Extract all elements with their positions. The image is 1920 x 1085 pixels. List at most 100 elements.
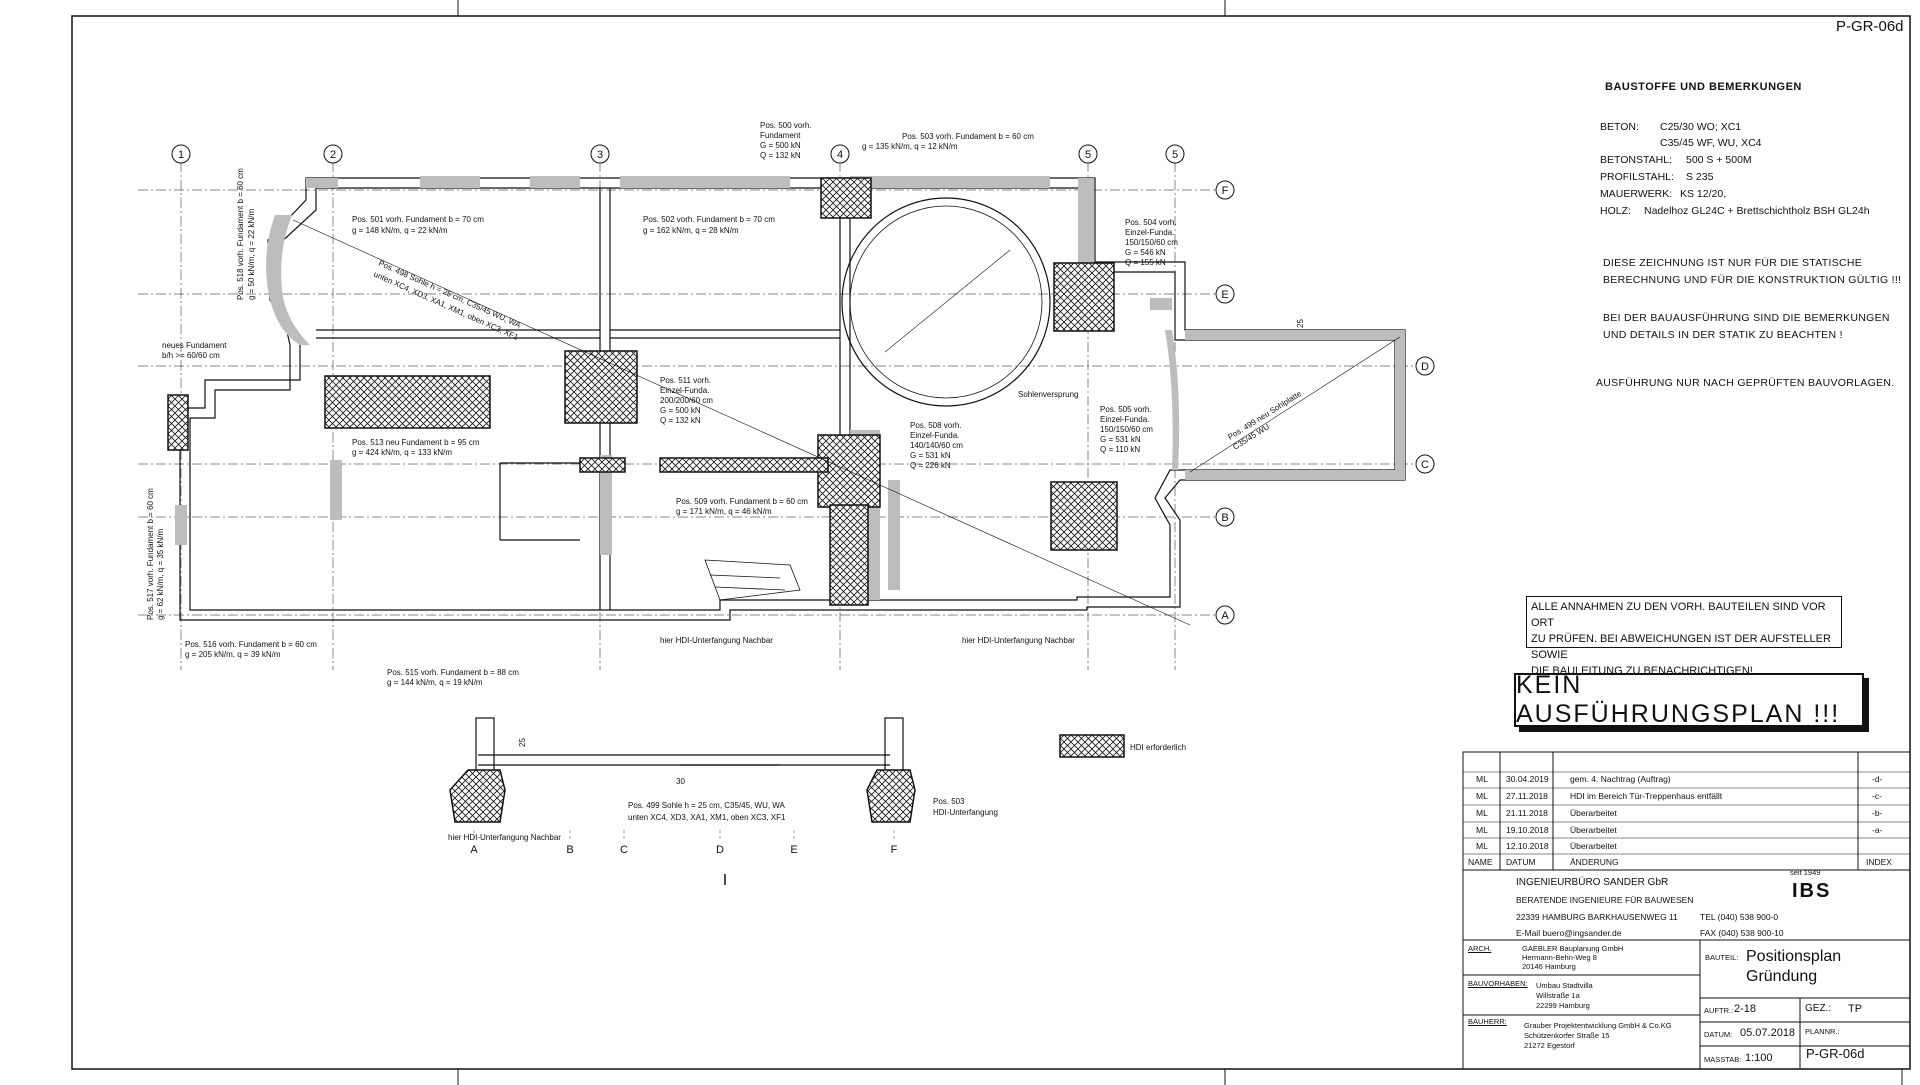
label-pos511: Pos. 511 vorh. — [660, 376, 711, 385]
svg-text:G = 531 kN: G = 531 kN — [1100, 435, 1141, 444]
rev-header-name: NAME — [1468, 857, 1493, 867]
grid-bubbles — [171, 144, 1435, 625]
plan-labels: Pos. 500 vorh. Fundament G = 500 kN Q = … — [146, 121, 1305, 687]
arch-line: Hermann-Behn-Weg 8 — [1522, 953, 1597, 962]
section-footings — [449, 769, 916, 823]
rev-name: ML — [1476, 825, 1488, 835]
ibs-logo: IBS — [1792, 880, 1832, 902]
legend-swatch — [1059, 734, 1125, 758]
svg-text:30: 30 — [676, 777, 685, 786]
bauteil-line: Positionsplan — [1746, 948, 1842, 965]
svg-text:G = 500 kN: G = 500 kN — [660, 406, 701, 415]
svg-text:g = 135 kN/m, q = 12 kN/m: g = 135 kN/m, q = 12 kN/m — [862, 142, 958, 151]
material-value: KS 12/20, — [1680, 188, 1727, 200]
label-pos513: Pos. 513 neu Fundament b = 95 cm — [352, 438, 480, 447]
svg-text:G = 546 kN: G = 546 kN — [1125, 248, 1166, 257]
datum-label: DATUM: — [1704, 1030, 1733, 1039]
office-fax: FAX (040) 538 900-10 — [1700, 928, 1784, 938]
svg-text:D: D — [716, 844, 724, 856]
label-pos501: Pos. 501 vorh. Fundament b = 70 cm — [352, 215, 484, 224]
svg-text:Q = 132 kN: Q = 132 kN — [760, 151, 801, 160]
rev-date: 27.11.2018 — [1506, 791, 1548, 801]
legend-label: HDI erforderlich — [1130, 743, 1186, 752]
label-pos503: Pos. 503 vorh. Fundament b = 60 cm — [902, 132, 1034, 141]
svg-text:Fundament: Fundament — [760, 131, 801, 140]
rev-name: ML — [1476, 774, 1488, 784]
label-pos515: Pos. 515 vorh. Fundament b = 88 cm — [387, 668, 519, 677]
section-axis: A B C D E F I — [470, 844, 897, 889]
warning-box: ALLE ANNAHMEN ZU DEN VORH. BAUTEILEN SIN… — [1526, 596, 1842, 677]
note-execution: BEI DER BAUAUSFÜHRUNG SIND DIE BEMERKUNG… — [1603, 312, 1890, 341]
svg-text:Einzel-Funda.: Einzel-Funda. — [1100, 415, 1149, 424]
grid-label: A — [1221, 610, 1229, 622]
massstab-label: MASSTAB: — [1704, 1055, 1742, 1064]
sheet-id: P-GR-06d — [1836, 18, 1904, 35]
svg-text:Q = 132 kN: Q = 132 kN — [660, 416, 701, 425]
svg-text:F: F — [891, 844, 898, 856]
office-name: INGENIEURBÜRO SANDER GbR — [1516, 877, 1669, 888]
material-value: C35/45 WF, WU, XC4 — [1660, 137, 1762, 149]
svg-text:Q = 226 kN: Q = 226 kN — [910, 461, 951, 470]
bv-line: 22299 Hamburg — [1536, 1001, 1590, 1010]
arch-line: 20146 Hamburg — [1522, 962, 1576, 971]
bh-line: Grauber Projektentwicklung GmbH & Co.KG — [1524, 1021, 1672, 1030]
svg-text:b/h >= 60/60 cm: b/h >= 60/60 cm — [162, 351, 220, 360]
rev-change: gem. 4. Nachtrag (Auftrag) — [1570, 774, 1671, 784]
bh-line: Schützenkorfer Straße 15 — [1524, 1031, 1610, 1040]
rev-index: -d- — [1872, 774, 1883, 784]
svg-text:Pos. 499 Sohle h = 25 cm, C35: Pos. 499 Sohle h = 25 cm, C35/45, WU, WA — [628, 801, 786, 810]
bv-line: Willstraße 1a — [1536, 991, 1580, 1000]
slab-lines — [292, 219, 1401, 626]
rev-change: Überarbeitet — [1570, 841, 1617, 851]
svg-text:Q = 110 kN: Q = 110 kN — [1100, 445, 1140, 454]
svg-text:g = 62 kN/m, q = 35 kN/m: g = 62 kN/m, q = 35 kN/m — [156, 529, 165, 620]
label-pos508: Pos. 508 vorh. — [910, 421, 962, 430]
stairs — [704, 559, 801, 601]
svg-text:Q = 155 kN: Q = 155 kN — [1125, 258, 1166, 267]
svg-text:Einzel-Funda.: Einzel-Funda. — [910, 431, 959, 440]
rev-change: HDI im Bereich Tür-Treppenhaus entfällt — [1570, 791, 1723, 801]
hdi-foundations — [167, 177, 1118, 606]
material-value: Nadelhoz GL24C + Brettschichtholz BSH GL… — [1644, 205, 1870, 217]
svg-text:25: 25 — [518, 738, 527, 747]
rev-date: 21.11.2018 — [1506, 808, 1548, 818]
svg-text:Einzel-Funda.: Einzel-Funda. — [660, 386, 709, 395]
planr-value: P-GR-06d — [1806, 1046, 1865, 1061]
grid-label: E — [1221, 289, 1228, 301]
svg-text:Einzel-Funda.: Einzel-Funda. — [1125, 228, 1174, 237]
section-cut — [475, 717, 904, 774]
notes-title: BAUSTOFFE UND BEMERKUNGEN — [1605, 81, 1802, 93]
label-pos498: Pos. 498 Sohle h = 25 cm, C35/45 WU, WA — [377, 259, 523, 330]
label-new-foundation: neues Fundament — [162, 341, 227, 350]
svg-text:150/150/60 cm: 150/150/60 cm — [1125, 238, 1178, 247]
grid-label: F — [1222, 185, 1229, 197]
massstab-value: 1:100 — [1745, 1052, 1773, 1064]
note-static-validity: DIESE ZEICHNUNG IST NUR FÜR DIE STATISCH… — [1603, 257, 1902, 286]
label-pos509: Pos. 509 vorh. Fundament b = 60 cm — [676, 497, 808, 506]
grid-label: 3 — [597, 149, 603, 161]
rev-header-index: INDEX — [1866, 857, 1892, 867]
svg-text:E: E — [790, 844, 797, 856]
rev-date: 30.04.2019 — [1506, 774, 1549, 784]
grid-label: C — [1421, 459, 1429, 471]
office-tel: TEL (040) 538 900-0 — [1700, 912, 1779, 922]
label-nachbar-1: hier HDI-Unterfangung Nachbar — [660, 636, 773, 645]
auftr-label: AUFTR.: — [1704, 1006, 1734, 1015]
rev-change: Überarbeitet — [1570, 808, 1617, 818]
rev-header-date: DATUM — [1506, 857, 1536, 867]
svg-text:g = 162 kN/m, q = 28 kN/m: g = 162 kN/m, q = 28 kN/m — [643, 226, 739, 235]
office-address: 22339 HAMBURG BARKHAUSENWEG 11 — [1516, 912, 1678, 922]
svg-text:g = 148 kN/m, q = 22 kN/m: g = 148 kN/m, q = 22 kN/m — [352, 226, 448, 235]
bauteil-label: BAUTEIL: — [1705, 953, 1739, 962]
office-email: E-Mail buero@ingsander.de — [1516, 928, 1622, 938]
rev-index: -c- — [1872, 791, 1882, 801]
bv-label: BAUVORHABEN: — [1468, 979, 1528, 988]
office-since: seit 1949 — [1790, 868, 1821, 877]
revision-rows — [1463, 771, 1910, 855]
rev-index: -b- — [1872, 808, 1883, 818]
svg-text:A: A — [470, 844, 478, 856]
svg-text:I: I — [723, 872, 727, 889]
gez-value: TP — [1848, 1003, 1863, 1015]
